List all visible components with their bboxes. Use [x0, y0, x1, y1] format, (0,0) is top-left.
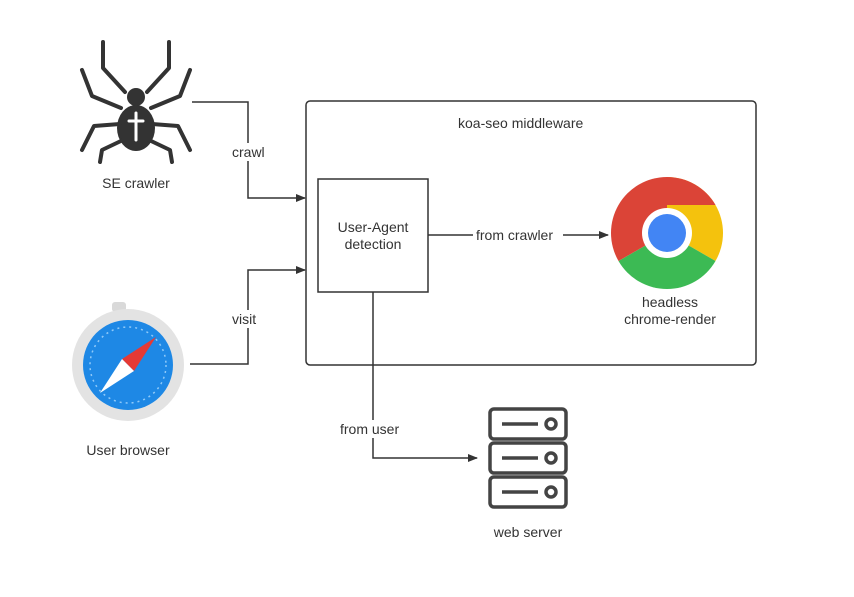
server-label: web server: [493, 524, 563, 540]
from-crawler-label: from crawler: [476, 227, 554, 243]
crawl-label: crawl: [232, 144, 265, 160]
renderer-label: headless chrome-render: [600, 294, 740, 328]
from-user-connector: [372, 292, 478, 462]
detection-label-line2: detection: [344, 236, 402, 252]
crawler-label: SE crawler: [102, 175, 170, 191]
from-user-label: from user: [340, 421, 400, 437]
safari-compass-icon: [72, 302, 184, 421]
renderer-label-line1: headless: [641, 294, 699, 310]
chrome-icon: [610, 177, 724, 290]
browser-label: User browser: [86, 442, 170, 458]
visit-label: visit: [232, 311, 257, 327]
middleware-title: koa-seo middleware: [458, 115, 584, 131]
server-icon: [488, 407, 568, 509]
detection-label-line1: User-Agent: [337, 219, 409, 235]
middleware-box: [305, 100, 757, 366]
spider-icon: [80, 40, 192, 164]
renderer-label-line2: chrome-render: [624, 311, 716, 327]
detection-label: User-Agent detection: [318, 219, 428, 253]
